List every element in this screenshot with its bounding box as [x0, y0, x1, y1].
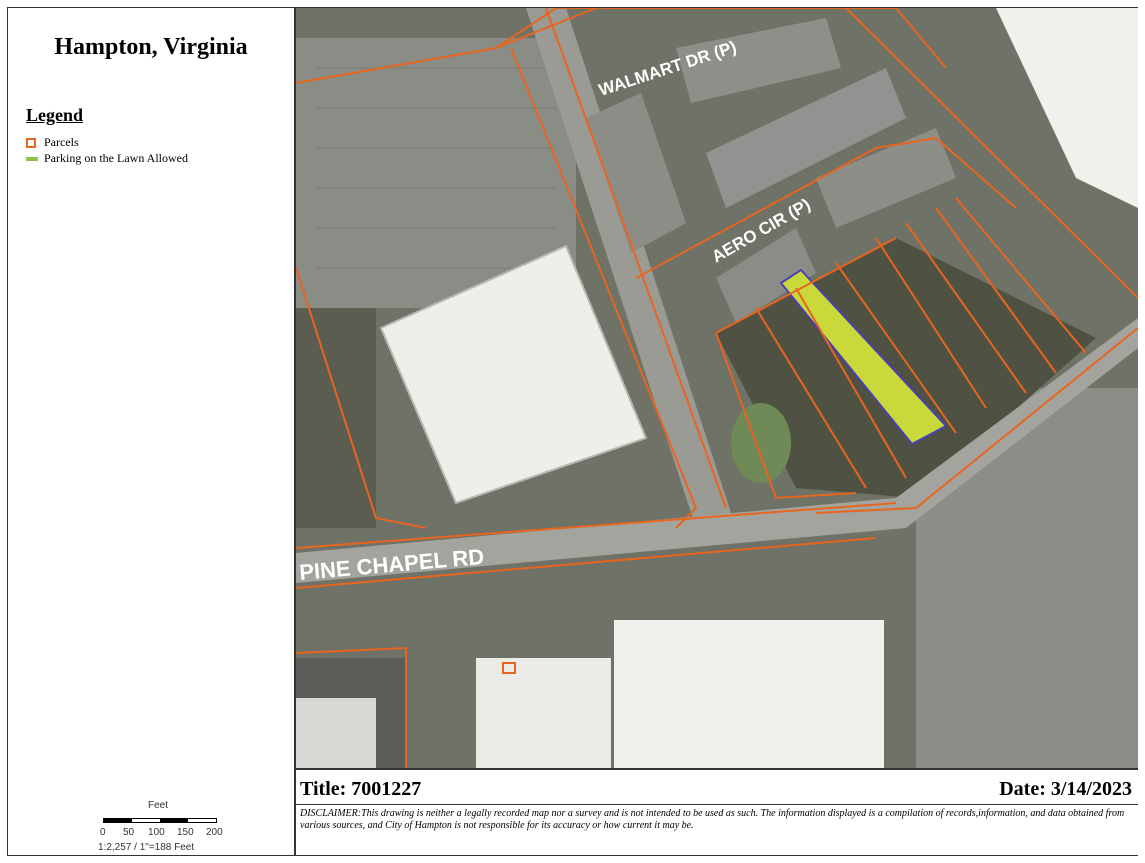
- map-footer: Title: 7001227 Date: 3/14/2023 DISCLAIME…: [296, 768, 1138, 855]
- parcel-boundaries: [296, 8, 1138, 768]
- scale-bar-graphic: [103, 818, 217, 823]
- scale-unit-label: Feet: [148, 800, 169, 811]
- parcel-outline-icon: [26, 137, 36, 148]
- disclaimer-text: DISCLAIMER:This drawing is neither a leg…: [300, 808, 1125, 831]
- scale-tick-100: 100: [148, 827, 165, 838]
- map-location-title: Hampton, Virginia: [54, 34, 248, 60]
- scale-ratio: 1:2,257 / 1"=188 Feet: [98, 842, 195, 853]
- map-date: Date: 3/14/2023: [999, 778, 1132, 800]
- map-title: Title: 7001227: [300, 778, 422, 800]
- footer-divider: [296, 804, 1138, 805]
- map-canvas[interactable]: WALMART DR (P) AERO CIR (P) PINE CHAPEL …: [296, 8, 1138, 768]
- legend-title: Legend: [26, 105, 84, 125]
- sidebar: Hampton, Virginia Legend Parcels Parking…: [8, 8, 294, 855]
- scale-tick-50: 50: [123, 827, 135, 838]
- lawn-line-icon: [26, 156, 38, 161]
- sidebar-divider: [294, 8, 296, 855]
- legend-item-label: Parking on the Lawn Allowed: [44, 151, 188, 165]
- aerial-map[interactable]: WALMART DR (P) AERO CIR (P) PINE CHAPEL …: [296, 8, 1138, 768]
- legend-item-lawn-parking: Parking on the Lawn Allowed: [26, 151, 188, 166]
- scale-tick-150: 150: [177, 827, 194, 838]
- scale-tick-200: 200: [206, 827, 223, 838]
- highlighted-parcel[interactable]: [779, 268, 948, 446]
- legend-item-parcels: Parcels: [26, 135, 79, 150]
- scale-tick-0: 0: [100, 827, 106, 838]
- legend-item-label: Parcels: [44, 135, 79, 149]
- retail-building-left: [379, 244, 648, 505]
